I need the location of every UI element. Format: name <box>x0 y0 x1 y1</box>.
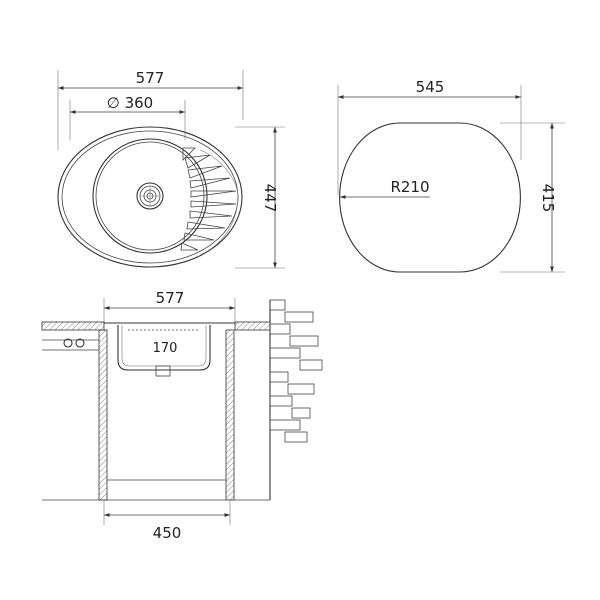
cutout-height-label: 415 <box>539 184 557 213</box>
cabinet-knob-icon <box>63 338 73 348</box>
bowl-diameter-label: ∅ 360 <box>107 94 153 112</box>
top-width-label: 577 <box>136 69 165 87</box>
drain-outlet <box>155 365 171 377</box>
section-view: 577 170 <box>41 289 323 542</box>
cabinet-knob-icon <box>75 338 85 348</box>
cabinet-width-label: 450 <box>153 524 182 542</box>
section-width-label: 577 <box>156 289 185 307</box>
cabinet-wall-left <box>98 329 108 501</box>
sink-outer-rim <box>57 126 243 268</box>
bowl-inner-edge <box>95 141 205 251</box>
cutout-width-label: 545 <box>416 78 445 96</box>
cutout-view: 545 415 R210 <box>337 78 565 273</box>
wall-bricks <box>269 299 323 500</box>
drain-icon <box>136 182 164 210</box>
cabinet-wall-right <box>225 329 235 501</box>
countertop-right <box>234 321 271 331</box>
sink-top-view: 577 ∅ 360 447 <box>57 69 285 269</box>
countertop-left <box>41 321 105 331</box>
drainboard-ribs <box>180 147 239 256</box>
depth-label: 170 <box>153 341 178 356</box>
cutout-outline <box>339 122 521 273</box>
bowl-outline <box>92 138 208 254</box>
top-height-label: 447 <box>261 184 279 213</box>
bowl-profile <box>117 325 211 371</box>
radius-label: R210 <box>390 178 429 196</box>
